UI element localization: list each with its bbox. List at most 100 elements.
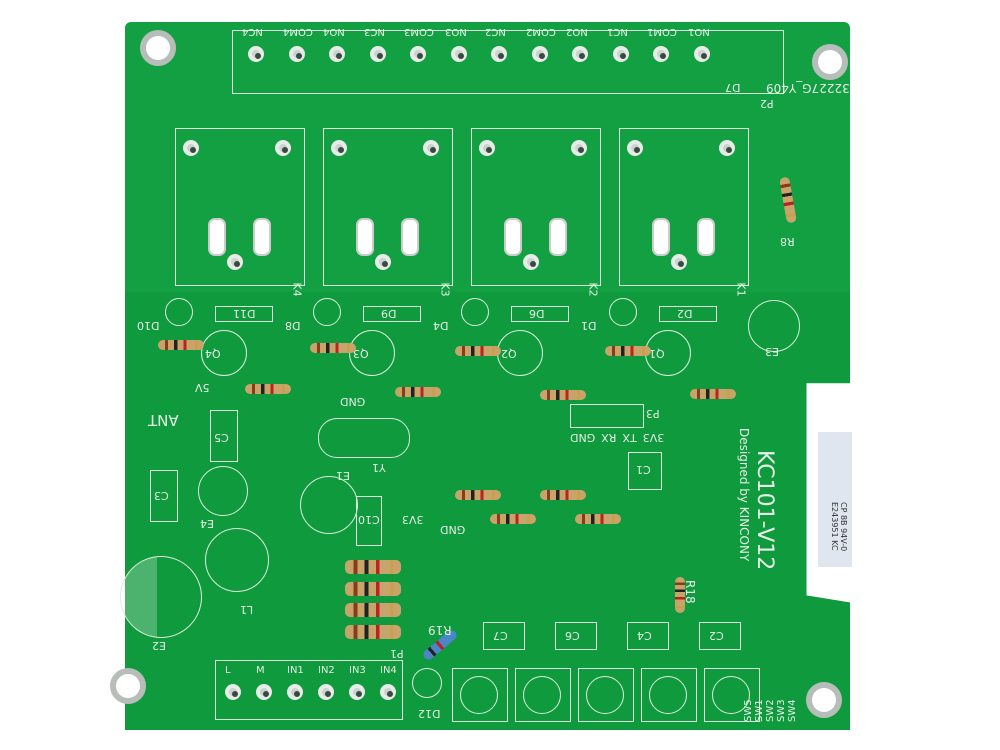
push-button-circle <box>649 676 687 714</box>
e3-capacitor <box>748 300 800 352</box>
relay-footprint <box>619 128 749 286</box>
resistor <box>345 582 401 596</box>
p2-pin-label: COM3 <box>404 26 434 37</box>
p1-pin-label: IN2 <box>318 665 335 676</box>
diode-footprint <box>363 306 421 322</box>
p1-pin-label: IN3 <box>349 665 366 676</box>
transistor-label: Q2 <box>501 347 517 360</box>
capacitor-label: C6 <box>565 629 580 642</box>
diode-footprint <box>659 306 717 322</box>
relay-pin <box>523 254 539 270</box>
push-button-circle <box>712 676 750 714</box>
p1-pin <box>318 684 334 700</box>
relay-pin <box>479 140 495 156</box>
push-button[interactable] <box>641 668 697 722</box>
resistor <box>455 490 501 500</box>
p2-pin-label: NO1 <box>687 26 710 37</box>
resistor <box>310 343 356 353</box>
p3-pin-label: GND <box>570 431 596 444</box>
d12-led <box>412 668 442 698</box>
p1-pin <box>287 684 303 700</box>
sticker-line-2: E243951 KC <box>830 502 839 551</box>
l1-label: L1 <box>240 603 254 616</box>
p2-connector <box>232 30 784 94</box>
gnd-label-2: GND <box>440 523 466 536</box>
p2-pin-label: NO2 <box>566 26 588 37</box>
e1-capacitor <box>300 476 358 534</box>
resistor <box>540 490 586 500</box>
p3-label: P3 <box>646 407 660 420</box>
model-label: KC101-V12 <box>752 450 777 571</box>
relay-pin <box>275 140 291 156</box>
p1-pin-label: IN1 <box>287 665 304 676</box>
push-button[interactable] <box>578 668 634 722</box>
e3-label: E3 <box>765 345 779 358</box>
r18-label: R18 <box>683 580 697 604</box>
resistor <box>540 390 586 400</box>
p1-pin-label: IN4 <box>380 665 397 676</box>
push-button[interactable] <box>515 668 571 722</box>
push-button[interactable] <box>704 668 760 722</box>
relay-pin <box>719 140 735 156</box>
p1-pin-label: L <box>225 665 231 676</box>
push-button[interactable] <box>452 668 508 722</box>
r8-label: R8 <box>780 235 795 248</box>
relay-slot <box>356 218 374 256</box>
board-code: 32227G_Y409 <box>766 81 850 95</box>
p3-pin-label: RX <box>601 431 617 444</box>
c1-label: C1 <box>636 463 651 476</box>
capacitor-footprint <box>483 622 525 650</box>
relay-footprint <box>175 128 305 286</box>
d12-label: D12 <box>418 707 441 720</box>
relay-slot <box>401 218 419 256</box>
c1-capacitor <box>628 452 662 490</box>
switch-label: SW4 <box>787 699 798 722</box>
gnd-label-1: GND <box>340 395 366 408</box>
relay-slot <box>652 218 670 256</box>
p2-pin <box>329 46 345 62</box>
5v-label: 5V <box>195 381 210 394</box>
transistor-label: Q4 <box>205 347 221 360</box>
led-footprint <box>609 298 637 326</box>
diode-footprint <box>215 306 273 322</box>
relay-label: K1 <box>734 282 748 297</box>
diode-label: D11 <box>233 307 256 320</box>
relay-label: K4 <box>290 282 304 297</box>
resistor <box>455 346 501 356</box>
transistor-label: Q1 <box>649 347 665 360</box>
e1-label: E1 <box>336 469 350 482</box>
l1-inductor <box>205 528 269 592</box>
relay-slot <box>504 218 522 256</box>
led-label: D1 <box>581 319 597 332</box>
capacitor-label: C4 <box>637 629 652 642</box>
c3-label: C3 <box>154 489 169 502</box>
relay-pin <box>627 140 643 156</box>
push-button-circle <box>460 676 498 714</box>
p1-pin-label: M <box>256 665 265 676</box>
led-footprint <box>313 298 341 326</box>
push-button-circle <box>586 676 624 714</box>
relay-footprint <box>323 128 453 286</box>
diode-label: D6 <box>529 307 545 320</box>
relay-pin <box>375 254 391 270</box>
capacitor-footprint <box>555 622 597 650</box>
sticker-line-1: CP 8B 94V-0 <box>839 502 848 552</box>
mounting-hole <box>812 44 848 80</box>
capacitor-label: C2 <box>709 629 724 642</box>
diode-footprint <box>511 306 569 322</box>
p2-pin <box>369 46 386 62</box>
relay-label: K2 <box>586 282 600 297</box>
capacitor-footprint <box>699 622 741 650</box>
y1-crystal <box>318 418 410 458</box>
3v3-label: 3V3 <box>402 513 424 526</box>
relay-slot <box>253 218 271 256</box>
p2-pin <box>612 46 629 62</box>
p2-pin <box>653 46 669 62</box>
resistor <box>345 625 401 639</box>
push-button-circle <box>523 676 561 714</box>
switch-label: SW5 <box>743 699 754 722</box>
r19-label: R19 <box>428 623 452 637</box>
p2-pin-label: NC4 <box>242 26 263 37</box>
d7-label: D7 <box>725 81 741 94</box>
